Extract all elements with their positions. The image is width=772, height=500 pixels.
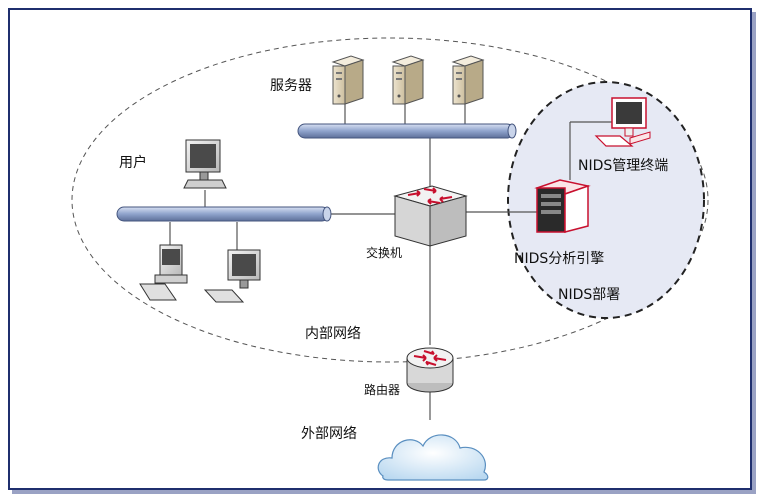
users-label: 用户 (119, 154, 147, 171)
internal-network-label: 内部网络 (305, 326, 361, 342)
user-computer-1-icon (183, 139, 227, 189)
nids-engine-label: NIDS分析引擎 (514, 251, 604, 267)
external-network-cloud-icon (377, 434, 489, 481)
server-1-icon (331, 55, 365, 105)
server-2-icon (391, 55, 425, 105)
servers-label: 服务器 (270, 78, 312, 94)
user-bus (116, 206, 332, 222)
switch-icon (393, 185, 468, 247)
server-bus (297, 123, 517, 139)
nids-engine-icon (534, 179, 591, 233)
user-computer-3-icon (203, 249, 261, 303)
server-3-icon (451, 55, 485, 105)
internal-network-boundary (71, 37, 709, 363)
external-network-label: 外部网络 (301, 426, 357, 442)
nids-deploy-zone (507, 81, 705, 319)
router-label: 路由器 (364, 382, 400, 397)
switch-label: 交换机 (366, 245, 402, 260)
connection-lines (169, 100, 614, 420)
router-icon (406, 347, 454, 393)
nids-console-label: NIDS管理终端 (578, 158, 668, 174)
nids-console-icon (594, 97, 651, 147)
nids-deploy-label: NIDS部署 (558, 287, 620, 303)
user-computer-2-icon (139, 244, 188, 301)
